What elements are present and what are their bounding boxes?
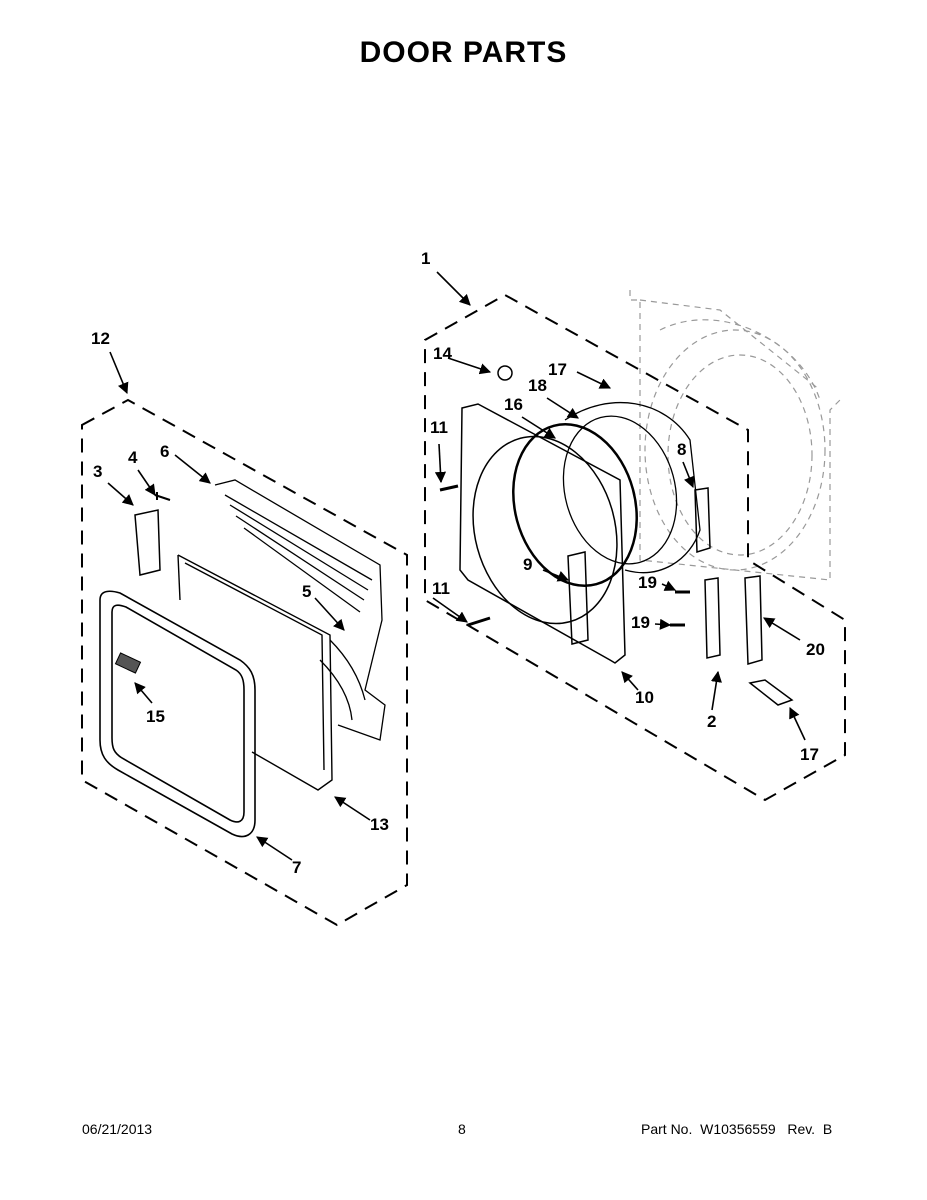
rev-label: Rev. — [787, 1121, 816, 1137]
door-handle — [134, 509, 161, 576]
handle-screw — [154, 492, 171, 501]
part-label: Part No. — [641, 1121, 693, 1137]
callout-17-lower: 17 — [800, 745, 819, 764]
callout-12: 12 — [91, 329, 110, 348]
inner-door-frame — [459, 403, 626, 664]
screw-lower — [467, 616, 491, 627]
inner-door-group-boundary — [424, 293, 846, 802]
callout-9: 9 — [523, 555, 532, 574]
callout-4: 4 — [128, 448, 138, 467]
cabinet-hinge — [744, 575, 763, 665]
callout-16: 16 — [504, 395, 523, 414]
callout-20: 20 — [806, 640, 825, 659]
outer-door-group-boundary — [81, 398, 408, 927]
footer-date: 06/21/2013 — [82, 1121, 153, 1137]
door-glass — [177, 554, 333, 791]
hinge — [694, 487, 711, 554]
callout-8: 8 — [677, 440, 686, 459]
screw-upper — [439, 484, 459, 492]
callout-19-lower: 19 — [631, 613, 650, 632]
callout-10: 10 — [635, 688, 654, 707]
callout-13: 13 — [370, 815, 389, 834]
callout-3: 3 — [93, 462, 102, 481]
callout-2: 2 — [707, 712, 716, 731]
callout-14: 14 — [433, 344, 452, 363]
callout-5: 5 — [302, 582, 311, 601]
lower-bracket — [748, 679, 794, 706]
callout-15: 15 — [146, 707, 165, 726]
strike-plate — [567, 551, 589, 645]
callout-11-lower: 11 — [432, 579, 450, 598]
cabinet-ghost — [629, 290, 841, 581]
hinge-bracket — [704, 577, 721, 659]
door-liner — [214, 479, 386, 741]
plug — [497, 365, 513, 381]
rev-value: B — [822, 1121, 833, 1137]
callout-19-upper: 19 — [638, 573, 657, 592]
footer-part-info: Part No. W10356559 Rev. B — [641, 1121, 832, 1137]
part-number: W10356559 — [700, 1121, 776, 1137]
callout-11-upper: 11 — [430, 418, 448, 437]
door-badge — [114, 652, 142, 674]
footer-page-number: 8 — [458, 1121, 466, 1137]
callout-18: 18 — [528, 376, 547, 395]
callout-17-upper: 17 — [548, 360, 567, 379]
door-bowl — [562, 401, 701, 574]
door-gasket — [512, 423, 638, 587]
callout-6: 6 — [160, 442, 169, 461]
callout-1: 1 — [421, 249, 430, 268]
door-trim-ring — [99, 590, 256, 838]
leader-arrows — [107, 271, 806, 861]
callout-7: 7 — [292, 858, 301, 877]
page-title: DOOR PARTS — [359, 36, 568, 69]
